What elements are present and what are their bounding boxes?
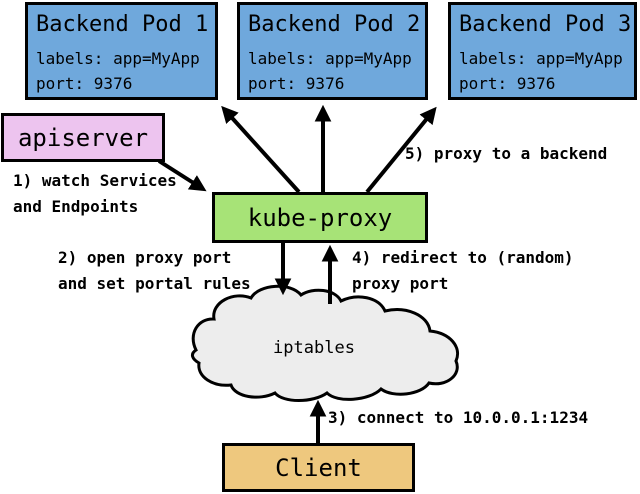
annotation-line: 3) connect to 10.0.0.1:1234: [328, 408, 589, 427]
annotation-step-2: 2) open proxy port and set portal rules: [58, 245, 251, 297]
kube-proxy-node: kube-proxy: [212, 192, 428, 243]
annotation-line: and Endpoints: [13, 197, 139, 216]
backend-pod-3-node: Backend Pod 3 labels: app=MyApp port: 93…: [448, 2, 637, 100]
arrow-kube-proxy-to-pod-3: [365, 106, 437, 194]
client-label: Client: [275, 453, 362, 482]
iptables-cloud-shape: [190, 284, 459, 402]
annotation-step-3: 3) connect to 10.0.0.1:1234: [328, 405, 588, 431]
pod-port-line: port: 9376: [36, 74, 133, 93]
pod-labels-line: labels: app=MyApp: [459, 49, 623, 68]
annotation-step-5: 5) proxy to a backend: [405, 141, 607, 167]
annotation-line: and set portal rules: [58, 274, 251, 293]
pod-labels-line: labels: app=MyApp: [36, 49, 200, 68]
pod-labels-line: labels: app=MyApp: [248, 49, 412, 68]
backend-pod-1-node: Backend Pod 1 labels: app=MyApp port: 93…: [25, 2, 218, 100]
pod-title: Backend Pod 2: [248, 12, 421, 37]
pod-title: Backend Pod 1: [36, 12, 209, 37]
annotation-line: proxy port: [352, 274, 449, 293]
arrow-kube-proxy-to-pod-1: [221, 105, 301, 194]
backend-pod-2-node: Backend Pod 2 labels: app=MyApp port: 93…: [237, 2, 428, 100]
pod-port-line: port: 9376: [248, 74, 345, 93]
pod-title: Backend Pod 3: [459, 12, 632, 37]
arrow-apiserver-to-kube-proxy: [157, 159, 207, 192]
kube-proxy-label: kube-proxy: [247, 203, 393, 232]
annotation-line: 4) redirect to (random): [352, 248, 574, 267]
annotation-line: 1) watch Services: [13, 171, 177, 190]
annotation-step-1: 1) watch Services and Endpoints: [13, 168, 177, 220]
client-node: Client: [222, 443, 415, 492]
annotation-line: 2) open proxy port: [58, 248, 232, 267]
apiserver-label: apiserver: [17, 123, 149, 152]
annotation-line: 5) proxy to a backend: [405, 144, 608, 163]
iptables-label: iptables: [273, 338, 355, 358]
pod-port-line: port: 9376: [459, 74, 556, 93]
apiserver-node: apiserver: [1, 113, 165, 162]
annotation-step-4: 4) redirect to (random) proxy port: [352, 245, 574, 297]
